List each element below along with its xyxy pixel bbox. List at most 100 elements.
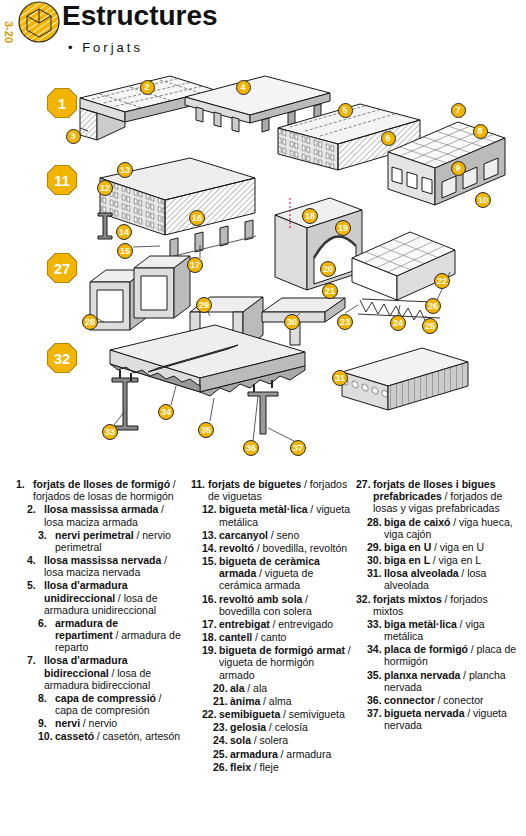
page-number: 3-20 [3, 14, 15, 50]
entry-body: bigueta de formigó armat/ vigueta de hor… [219, 644, 351, 681]
callout-number: 5 [338, 103, 353, 118]
entry-body: forjats de lloses de formigó/ forjados d… [33, 478, 184, 502]
callout-text: 27 [54, 261, 71, 276]
glossary-entry: 4.llosa massissa nervada/ losa maciza ne… [27, 554, 184, 578]
callout-number: 30 [284, 314, 300, 330]
catalan-term: fleix [230, 761, 251, 773]
callout-number: 13 [117, 162, 133, 178]
group-badge: 27 [47, 253, 77, 283]
callout-number: 14 [116, 224, 132, 240]
entry-body: bigueta metàl·lica/ vigueta metálica [219, 503, 351, 527]
entry-body: bigueta nervada/ vigueta nervada [384, 707, 520, 731]
entry-number: 35. [367, 669, 384, 693]
catalan-term: cassetó [55, 730, 94, 742]
group-badge: 11 [47, 165, 77, 195]
callout-number: 3 [66, 129, 81, 144]
glossary-entry: 14.revoltó/ bovedilla, revoltón [202, 542, 351, 554]
entry-number: 4. [27, 554, 44, 578]
callout-number: 29 [196, 297, 212, 313]
entry-body: revoltó/ bovedilla, revoltón [219, 542, 351, 554]
entry-number: 7. [27, 654, 44, 691]
entry-body: revoltó amb sola/ bovedilla con solera [219, 593, 351, 617]
catalan-term: sola [230, 734, 251, 746]
callout-text: 9 [455, 164, 460, 173]
callout-number: 35 [198, 422, 214, 438]
catalan-term: armadura [230, 748, 278, 760]
entry-number: 31. [367, 567, 384, 591]
callout-text: 2 [144, 83, 149, 92]
entry-body: connector/ conector [384, 694, 520, 706]
catalan-term: llosa massissa armada [44, 503, 158, 515]
spanish-term: / seno [271, 529, 300, 541]
glossary-entry: 17.entrebigat/ entrevigado [202, 618, 351, 630]
callout-text: 4 [240, 83, 245, 92]
entry-number: 27. [356, 478, 373, 515]
entry-number: 3. [38, 529, 55, 553]
entry-body: placa de formigó/ placa de hormigón [384, 643, 520, 667]
entry-number: 32. [356, 593, 373, 617]
callout-number: 12 [97, 180, 113, 196]
callout-text: 10 [478, 196, 488, 205]
glossary-column: 27.forjats de lloses i bigues prefabrica… [356, 478, 520, 732]
entry-number: 5. [27, 579, 44, 616]
glossary-entry: 27.forjats de lloses i bigues prefabrica… [356, 478, 520, 515]
entry-number: 26. [213, 761, 230, 773]
spanish-term: / alma [263, 695, 292, 707]
entry-number: 6. [38, 617, 55, 654]
catalan-term: biga de caixó [384, 516, 451, 528]
glossary-entry: 10.cassetó/ casetón, artesón [38, 730, 184, 742]
glossary-entry: 20.ala/ ala [213, 682, 351, 694]
entry-number: 33. [367, 618, 384, 642]
entry-number: 28. [367, 516, 384, 540]
callout-number: 23 [337, 314, 353, 330]
entry-body: forjats de lloses i bigues prefabricades… [373, 478, 520, 515]
entry-body: llosa massissa armada/ losa maciza armad… [44, 503, 184, 527]
callout-number: 19 [335, 220, 351, 236]
entry-number: 25. [213, 748, 230, 760]
spanish-term: / armadura [280, 748, 331, 760]
spanish-term: / canto [255, 631, 287, 643]
callout-number: 18 [302, 208, 318, 224]
callout-text: 32 [54, 351, 71, 366]
callout-text: 16 [192, 214, 202, 223]
callout-text: 3 [70, 132, 75, 141]
callout-text: 1 [58, 96, 66, 111]
callout-text: 26 [428, 302, 438, 311]
entry-body: llosa d'armadura bidireccional/ losa de … [44, 654, 184, 691]
glossary-entry: 29.biga en U/ viga en U [367, 541, 520, 553]
callout-text: 17 [190, 261, 200, 270]
callout-text: 19 [338, 224, 348, 233]
entry-body: llosa alveolada/ losa alveolada [384, 567, 520, 591]
callout-number: 9 [451, 161, 466, 176]
callout-number: 21 [322, 283, 338, 299]
entry-number: 24. [213, 734, 230, 746]
callout-number: 2 [140, 80, 155, 95]
glossary-entry: 1.forjats de lloses de formigó/ forjados… [16, 478, 184, 502]
entry-number: 37. [367, 707, 384, 731]
entry-number: 20. [213, 682, 230, 694]
group-badge: 32 [47, 343, 77, 373]
entry-number: 19. [202, 644, 219, 681]
spanish-term: / semivigueta [283, 708, 345, 720]
entry-number: 34. [367, 643, 384, 667]
callout-text: 28 [85, 318, 95, 327]
glossary-entry: 19.bigueta de formigó armat/ vigueta de … [202, 644, 351, 681]
glossary-entry: 30.biga en L/ viga en L [367, 554, 520, 566]
callout-text: 11 [54, 173, 70, 188]
callout-text: 7 [455, 106, 460, 115]
glossary-entry: 28.biga de caixó/ viga hueca, viga cajón [367, 516, 520, 540]
catalan-term: semibigueta [219, 708, 280, 720]
entry-number: 16. [202, 593, 219, 617]
spanish-term: / solera [254, 734, 288, 746]
callout-text: 29 [199, 301, 209, 310]
spanish-term: / ala [247, 682, 267, 694]
group-badge: 1 [47, 88, 77, 118]
spanish-term: / entrevigado [272, 618, 333, 630]
entry-number: 15. [202, 555, 219, 592]
glossary-entry: 22.semibigueta/ semivigueta [202, 708, 351, 720]
catalan-term: cantell [219, 631, 252, 643]
catalan-term: llosa massissa nervada [44, 554, 161, 566]
entry-body: cassetó/ casetón, artesón [55, 730, 184, 742]
callout-text: 30 [287, 318, 297, 327]
